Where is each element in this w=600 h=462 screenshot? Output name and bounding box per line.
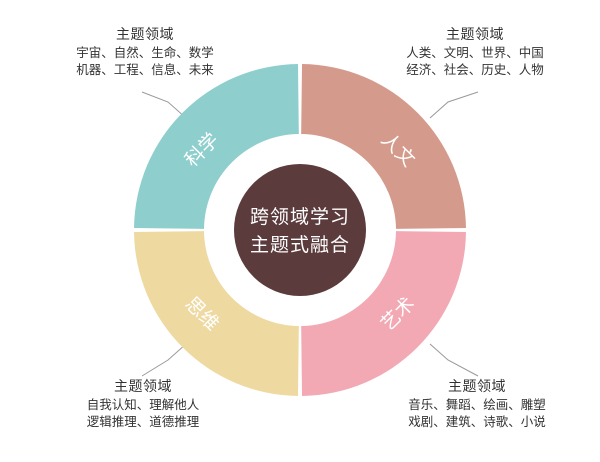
caption-art: 主题领域 音乐、舞蹈、绘画、雕塑 戏剧、建筑、诗歌、小说 [382,378,572,430]
caption-line: 经济、社会、历史、人物 [406,62,544,77]
center-circle [234,164,366,296]
connector-thinking [141,343,187,377]
caption-title: 主题领域 [116,27,174,43]
center-title-line1: 跨领域学习 [250,206,350,228]
caption-science: 主题领域 宇宙、自然、生命、数学 机器、工程、信息、未来 [50,26,240,78]
caption-line: 自我认知、理解他人 [86,397,200,412]
connector-art [429,343,479,377]
caption-line: 逻辑推理、道德推理 [86,414,200,429]
connector-science [141,91,187,119]
caption-title: 主题领域 [448,379,506,395]
segment-thinking [134,231,299,396]
caption-line: 音乐、舞蹈、绘画、雕塑 [408,397,546,412]
connector-humanities [429,91,479,119]
segment-art [301,231,466,396]
segment-humanities [301,64,466,229]
segment-science [134,64,299,229]
caption-title: 主题领域 [114,379,172,395]
caption-line: 机器、工程、信息、未来 [76,62,214,77]
caption-thinking: 主题领域 自我认知、理解他人 逻辑推理、道德推理 [48,378,238,430]
caption-line: 宇宙、自然、生命、数学 [76,45,214,60]
center-title-line2: 主题式融合 [250,234,350,256]
caption-title: 主题领域 [446,27,504,43]
caption-line: 戏剧、建筑、诗歌、小说 [408,414,546,429]
caption-humanities: 主题领域 人类、文明、世界、中国 经济、社会、历史、人物 [380,26,570,78]
caption-line: 人类、文明、世界、中国 [406,45,544,60]
